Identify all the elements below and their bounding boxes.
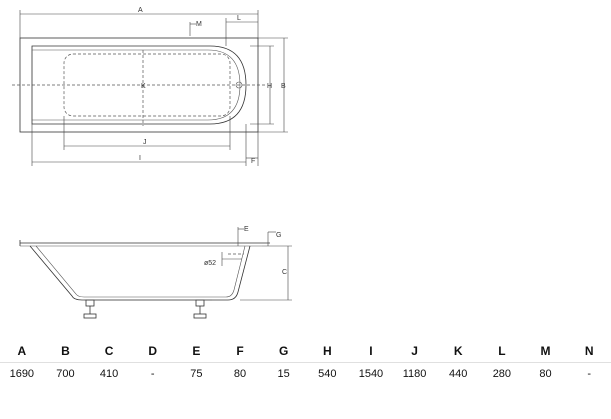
dimension-k-label: K <box>141 83 146 90</box>
header-cell: B <box>61 344 70 358</box>
side-tub-body <box>29 245 251 301</box>
dimension-g-label: G <box>276 232 281 239</box>
value-cell: 280 <box>480 362 524 385</box>
header-cell: G <box>278 344 289 358</box>
header-cell: E <box>192 344 201 358</box>
value-cell: - <box>130 362 175 385</box>
side-view: E G ø52 C <box>19 226 292 319</box>
dimension-c-label: C <box>282 269 287 276</box>
value-cell: 440 <box>436 362 481 385</box>
value-cell: 410 <box>87 362 131 385</box>
header-cell: D <box>148 344 158 358</box>
header-cell: I <box>369 344 373 358</box>
header-cell: K <box>453 344 463 358</box>
dimensions-value-row: 1690 700 410 - 75 80 15 540 1540 1180 44… <box>0 362 611 385</box>
value-cell: 1690 <box>0 362 44 385</box>
value-cell: 700 <box>43 362 88 385</box>
dimension-m-label: M <box>196 21 202 28</box>
dimension-a-label: A <box>138 7 143 14</box>
dimension-b-label: B <box>281 83 286 90</box>
tub-inner-rim <box>31 45 247 125</box>
dimension-j-label: J <box>143 139 147 146</box>
header-cell: L <box>498 344 506 358</box>
top-view: A M L H B K J I F <box>12 7 288 166</box>
value-cell: 80 <box>218 362 262 385</box>
dimension-f-label: F <box>251 158 255 165</box>
dimensions-header-row: A B C D E F G H I J K L M N <box>0 340 611 363</box>
value-cell: 15 <box>261 362 306 385</box>
dimensions-table: A B C D E F G H I J K L M N 1690 700 410… <box>0 340 611 385</box>
support-leg-left <box>83 299 97 319</box>
value-cell: 1180 <box>392 362 437 385</box>
header-cell: M <box>540 344 551 358</box>
dimension-i-label: I <box>139 155 141 162</box>
header-cell: F <box>236 344 244 358</box>
header-cell: N <box>584 344 594 358</box>
value-cell: 1540 <box>349 362 393 385</box>
value-cell: - <box>567 362 611 385</box>
header-cell: A <box>17 344 27 358</box>
header-cell: H <box>322 344 332 358</box>
value-cell: 75 <box>174 362 219 385</box>
dimension-h-label: H <box>267 83 272 90</box>
dimension-l-label: L <box>237 15 241 22</box>
support-leg-right <box>193 299 207 319</box>
bathtub-technical-drawing: A M L H B K J I F <box>12 7 292 319</box>
value-cell: 80 <box>523 362 568 385</box>
header-cell: J <box>411 344 418 358</box>
value-cell: 540 <box>305 362 350 385</box>
header-cell: C <box>104 344 114 358</box>
dimension-e-label: E <box>244 226 249 233</box>
drain-diameter-label: ø52 <box>204 260 216 267</box>
